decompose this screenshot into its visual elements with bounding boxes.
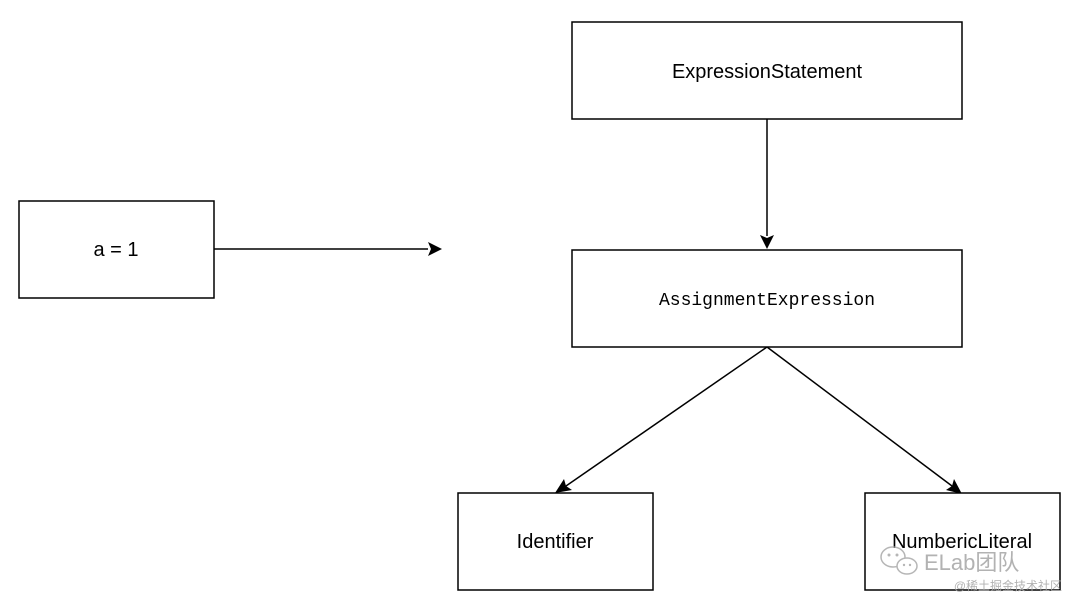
edge-statement-to-assignment <box>760 119 774 249</box>
numeric-literal-node: NumbericLiteral <box>864 492 1061 591</box>
transform-arrow <box>214 242 442 256</box>
watermark: ELab团队 @稀土掘金技术社区 <box>880 546 1062 593</box>
source-code-node: a = 1 <box>18 200 215 299</box>
edge-assignment-to-literal <box>766 346 962 494</box>
assignment-expression-node: AssignmentExpression <box>571 249 963 348</box>
expression-statement-node: ExpressionStatement <box>571 21 963 120</box>
expression-statement-label: ExpressionStatement <box>672 61 863 83</box>
numeric-literal-label: NumbericLiteral <box>892 531 1032 553</box>
wechat-icon <box>880 546 918 575</box>
watermark-brand: ELab团队 <box>924 550 1019 575</box>
identifier-node: Identifier <box>457 492 654 591</box>
edge-assignment-to-identifier <box>555 346 768 493</box>
assignment-expression-label: AssignmentExpression <box>659 291 875 311</box>
source-code-label: a = 1 <box>93 239 138 261</box>
identifier-label: Identifier <box>517 531 594 553</box>
watermark-sub: @稀土掘金技术社区 <box>954 578 1062 593</box>
